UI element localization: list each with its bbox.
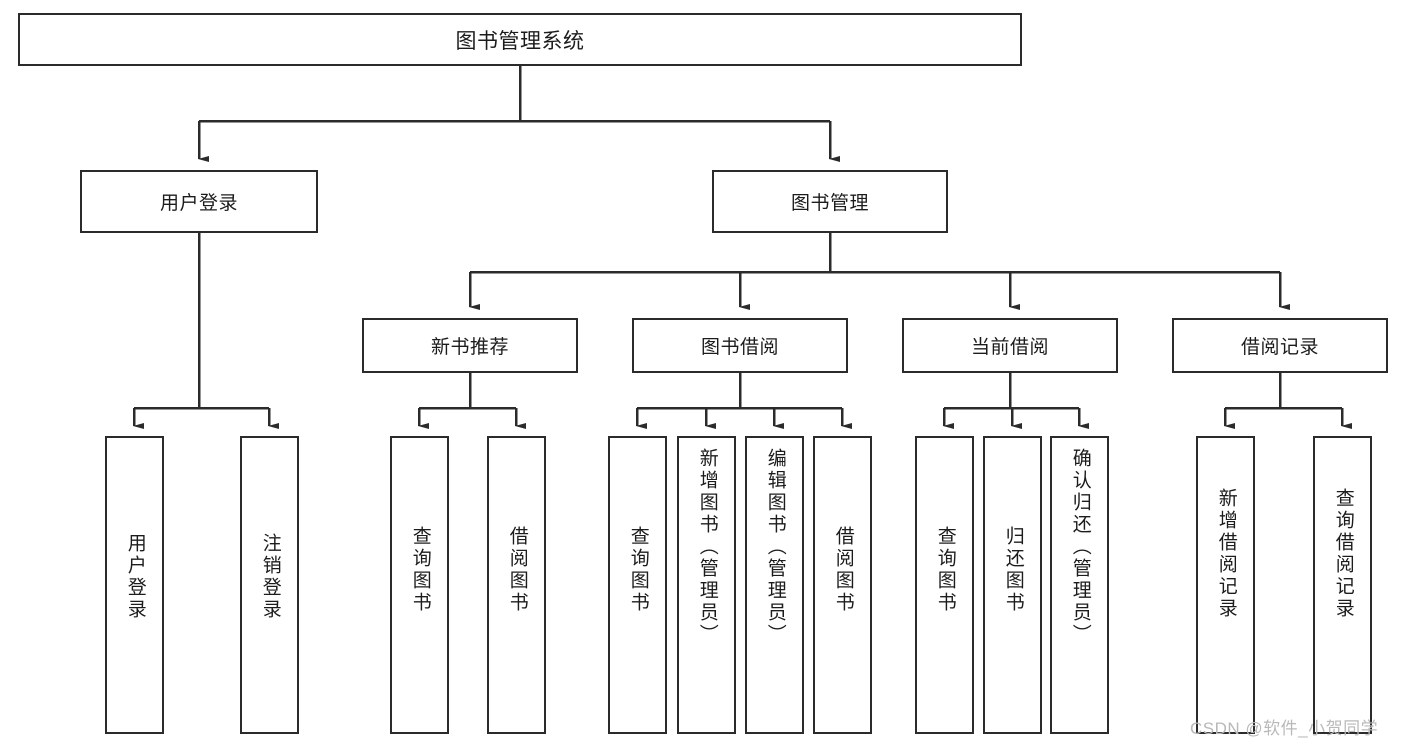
node-label: 图书借阅 xyxy=(700,337,779,358)
node-book-manage[interactable]: 图书管理 xyxy=(712,170,948,233)
node-label: 注销登录 xyxy=(259,533,281,621)
node-label: 确认归还（管理员） xyxy=(1069,448,1091,646)
node-label: 查询图书 xyxy=(627,526,649,614)
node-user-login[interactable]: 用户登录 xyxy=(80,170,318,233)
node-label: 借阅图书 xyxy=(832,526,854,614)
node-label: 图书管理 xyxy=(790,193,869,214)
node-label: 编辑图书（管理员） xyxy=(764,448,786,646)
node-label: 图书管理系统 xyxy=(455,29,585,53)
node-borrow-record[interactable]: 借阅记录 xyxy=(1172,318,1388,373)
csdn-watermark: CSDN @软件_小贺同学 xyxy=(1190,719,1379,738)
node-label: 借阅记录 xyxy=(1240,337,1319,358)
node-leaf-return-book[interactable]: 归还图书 xyxy=(983,436,1042,734)
node-new-book-recommend[interactable]: 新书推荐 xyxy=(362,318,578,373)
node-leaf-add-borrow-record[interactable]: 新增借阅记录 xyxy=(1196,436,1255,734)
node-leaf-query-book-borrow[interactable]: 查询图书 xyxy=(608,436,667,734)
node-label: 查询借阅记录 xyxy=(1332,488,1354,620)
node-leaf-confirm-return-admin[interactable]: 确认归还（管理员） xyxy=(1050,436,1109,734)
node-label: 当前借阅 xyxy=(970,337,1049,358)
node-label: 查询图书 xyxy=(934,526,956,614)
node-leaf-query-book-current[interactable]: 查询图书 xyxy=(915,436,974,734)
node-current-borrow[interactable]: 当前借阅 xyxy=(902,318,1118,373)
node-book-borrow[interactable]: 图书借阅 xyxy=(632,318,848,373)
node-leaf-logout-login[interactable]: 注销登录 xyxy=(240,436,299,734)
node-label: 用户登录 xyxy=(159,193,238,214)
node-leaf-add-book-admin[interactable]: 新增图书（管理员） xyxy=(677,436,736,734)
node-label: 查询图书 xyxy=(409,526,431,614)
node-label: 新增图书（管理员） xyxy=(696,448,718,646)
node-label: 用户登录 xyxy=(124,533,146,621)
node-leaf-edit-book-admin[interactable]: 编辑图书（管理员） xyxy=(745,436,804,734)
node-leaf-user-login[interactable]: 用户登录 xyxy=(105,436,164,734)
node-label: 新书推荐 xyxy=(430,337,509,358)
node-label: 归还图书 xyxy=(1002,526,1024,614)
node-root-book-management-system[interactable]: 图书管理系统 xyxy=(18,13,1022,66)
node-leaf-borrow-book-borrow[interactable]: 借阅图书 xyxy=(813,436,872,734)
node-label: 新增借阅记录 xyxy=(1215,488,1237,620)
node-leaf-query-book-recommend[interactable]: 查询图书 xyxy=(390,436,449,734)
node-label: 借阅图书 xyxy=(506,526,528,614)
node-leaf-borrow-book-recommend[interactable]: 借阅图书 xyxy=(487,436,546,734)
node-leaf-query-borrow-record[interactable]: 查询借阅记录 xyxy=(1313,436,1372,734)
